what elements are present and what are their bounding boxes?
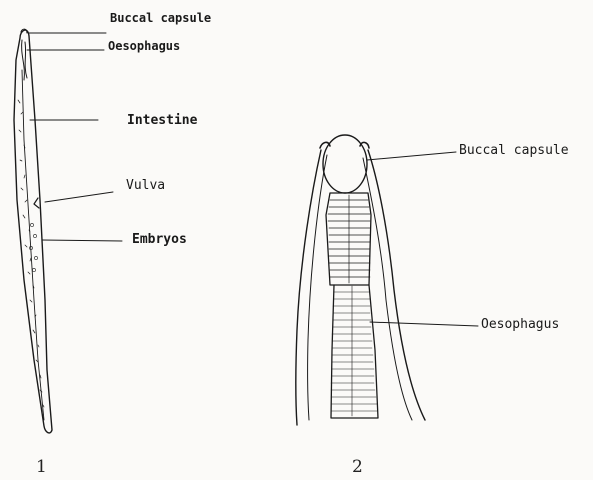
fig2-buccal-capsule [323, 135, 367, 193]
fig2-oesophagus-lower [331, 285, 378, 418]
fig2-oesophagus-striations-lower [331, 286, 377, 416]
fig2-leader-lines [367, 152, 478, 326]
fig1-label-buccal-capsule: Buccal capsule [110, 11, 211, 25]
fig1-label-vulva: Vulva [126, 178, 165, 193]
fig2-label-oesophagus: Oesophagus [481, 317, 559, 332]
figure-1-number: 1 [36, 457, 47, 477]
fig1-label-intestine: Intestine [127, 113, 197, 128]
fig1-vulva [34, 198, 39, 208]
fig1-leader-lines [27, 33, 122, 241]
fig2-oesophagus-striations-upper [328, 195, 370, 283]
fig2-inner-left [308, 155, 327, 420]
figure-1-worm [14, 29, 122, 433]
fig2-label-buccal-capsule: Buccal capsule [459, 143, 569, 158]
figure-2-number: 2 [352, 457, 363, 477]
fig1-label-oesophagus: Oesophagus [108, 39, 180, 53]
fig1-label-embryos: Embryos [132, 232, 187, 247]
fig2-cuticle-left [296, 150, 321, 425]
fig1-body-outline [14, 30, 52, 433]
fig2-inner-right [363, 158, 412, 420]
figure-2-anterior-end [296, 135, 478, 425]
